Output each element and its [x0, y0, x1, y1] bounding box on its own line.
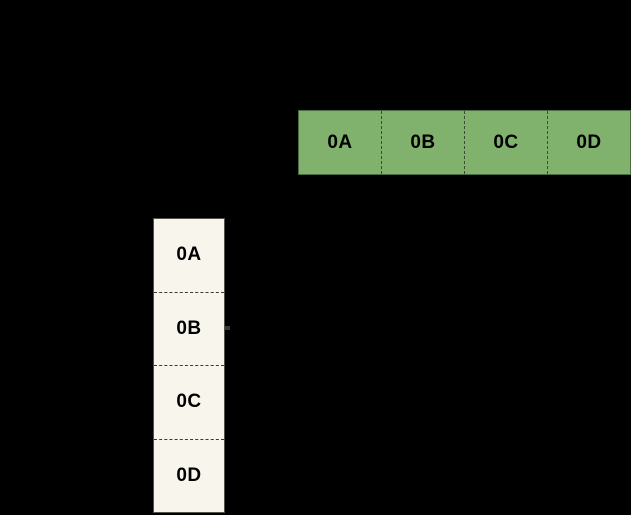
horizontal-cell-2[interactable]: 0C: [465, 111, 548, 174]
horizontal-byte-row: 0A 0B 0C 0D: [298, 110, 631, 175]
vertical-cell-1[interactable]: 0B: [154, 293, 224, 366]
vertical-cell-0[interactable]: 0A: [154, 219, 224, 293]
horizontal-cell-1[interactable]: 0B: [382, 111, 465, 174]
horizontal-cell-0[interactable]: 0A: [299, 111, 382, 174]
horizontal-cell-3[interactable]: 0D: [576, 131, 602, 153]
vertical-byte-column: 0A 0B 0C 0D: [153, 218, 225, 513]
cell-tick-marker: [225, 326, 230, 330]
vertical-cell-2[interactable]: 0C: [154, 366, 224, 440]
vertical-cell-3[interactable]: 0D: [176, 464, 202, 486]
